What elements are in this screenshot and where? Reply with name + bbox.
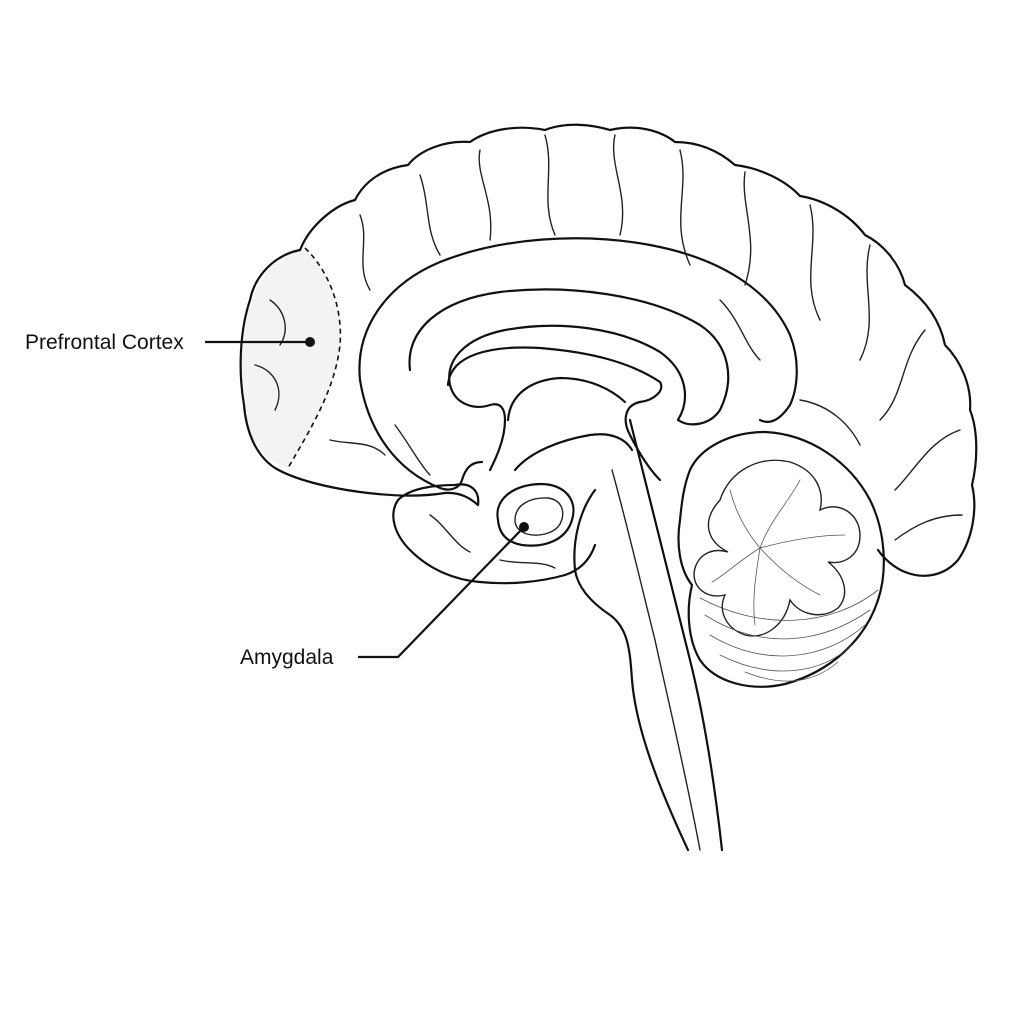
sulcus-18: [799, 399, 861, 446]
amygdala-outer: [496, 482, 575, 547]
cerebellum-branch-5: [711, 547, 761, 583]
brainstem-front: [573, 488, 690, 852]
thalamus: [513, 433, 634, 472]
sulcus-10: [894, 429, 961, 491]
cerebellum-branch-2: [759, 534, 846, 549]
sulcus-17: [719, 299, 761, 361]
frontal-base-outline: [239, 248, 480, 507]
sulcus-6: [743, 171, 752, 286]
fornix: [446, 346, 663, 482]
cerebellum-branch-6: [729, 489, 761, 549]
sulcus-1: [419, 174, 441, 256]
prefrontal-boundary: [287, 247, 342, 469]
cingulate-gyrus: [358, 237, 798, 423]
cerebellum-folia-1: [704, 609, 871, 640]
temporal-lobe-outline: [392, 483, 597, 585]
prefrontal-region: [241, 248, 341, 468]
cerebellum-folia-5: [699, 589, 879, 621]
cerebellum-branch-1: [759, 479, 801, 549]
cerebellum-folia-4: [744, 661, 839, 682]
amygdala-leader-line: [358, 526, 525, 659]
brainstem-back: [628, 418, 724, 852]
sulcus-9: [879, 329, 926, 421]
sulcus-8: [859, 244, 871, 361]
cerebellum-outline: [677, 430, 885, 688]
amygdala-label: Amygdala: [240, 646, 334, 669]
septum-inner: [506, 376, 627, 422]
cerebellum-folia-2: [709, 624, 866, 657]
sulcus-2: [478, 149, 492, 241]
sulcus-14: [254, 364, 280, 411]
cerebellum-branch-4: [753, 547, 761, 626]
sulcus-5: [679, 149, 691, 266]
cingulate-lower-edge: [358, 378, 484, 491]
corpus-callosum: [408, 288, 730, 472]
sulcus-15: [329, 439, 386, 456]
cerebrum-outline: [298, 123, 978, 577]
sulcus-3: [544, 134, 556, 236]
cerebellum-folia-3: [719, 644, 853, 672]
sulcus-11: [894, 514, 963, 541]
sulcus-12: [359, 214, 371, 291]
prefrontal-leader-dot: [305, 337, 315, 347]
brainstem-inner: [611, 469, 701, 851]
sulcus-16: [394, 424, 431, 476]
sulcus-19: [429, 514, 471, 553]
cerebellum-arbor-vitae: [693, 459, 861, 637]
cerebellum-branch-3: [759, 547, 821, 596]
sulcus-7: [809, 204, 821, 321]
prefrontal-label: Prefrontal Cortex: [25, 331, 184, 354]
sulcus-20: [499, 559, 556, 569]
sulcus-4: [612, 134, 624, 236]
amygdala-leader-dot: [519, 522, 529, 532]
